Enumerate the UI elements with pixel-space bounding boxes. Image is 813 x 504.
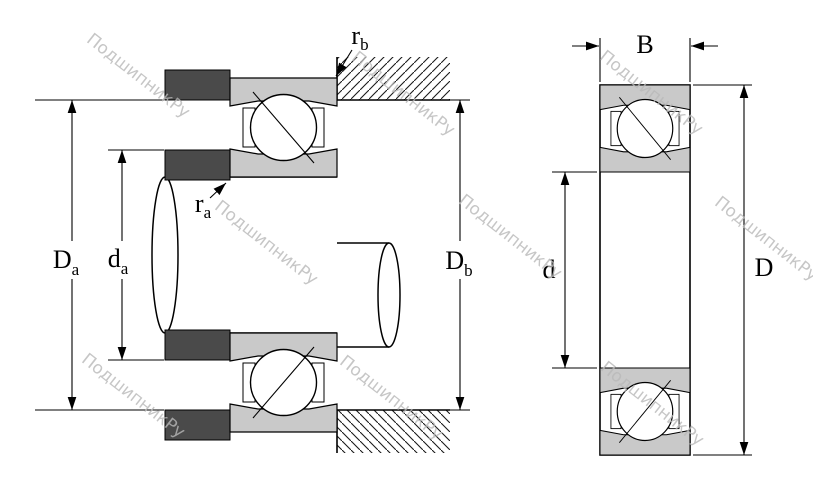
label-d: d <box>543 255 556 284</box>
dim-Db-label-bg <box>436 241 482 279</box>
shaft-abutment-rings <box>164 69 231 441</box>
label-B: B <box>636 30 653 59</box>
bearing-section-left-top <box>229 77 338 178</box>
watermark: ПодшипникРу <box>211 197 322 290</box>
dim-Da-label-bg <box>45 241 89 279</box>
label-rb: rb <box>351 21 368 54</box>
left-view-cross-section <box>151 57 450 453</box>
housing-hatch-bottom <box>337 410 450 453</box>
leader-rb <box>335 49 353 77</box>
label-Db: Db <box>445 246 472 280</box>
housing-hatch-top <box>337 57 450 100</box>
dim-da-label-bg <box>96 241 140 279</box>
label-da: da <box>108 244 129 278</box>
abutment-ring-bottom-inner <box>164 329 231 361</box>
bearing-section-left-bottom <box>229 332 338 433</box>
abutment-ring-top-outer <box>164 69 231 101</box>
label-ra: ra <box>195 189 212 222</box>
dimensions: Da da Db rb ra B d D <box>35 21 774 456</box>
shaft-extension-end-ellipse <box>377 242 401 348</box>
label-D: D <box>755 253 774 282</box>
label-Da: Da <box>53 245 80 279</box>
watermark: ПодшипникРу <box>78 350 189 443</box>
shaft-end-ellipse <box>151 176 179 334</box>
abutment-ring-top-inner <box>164 149 231 181</box>
leader-ra <box>209 182 227 199</box>
